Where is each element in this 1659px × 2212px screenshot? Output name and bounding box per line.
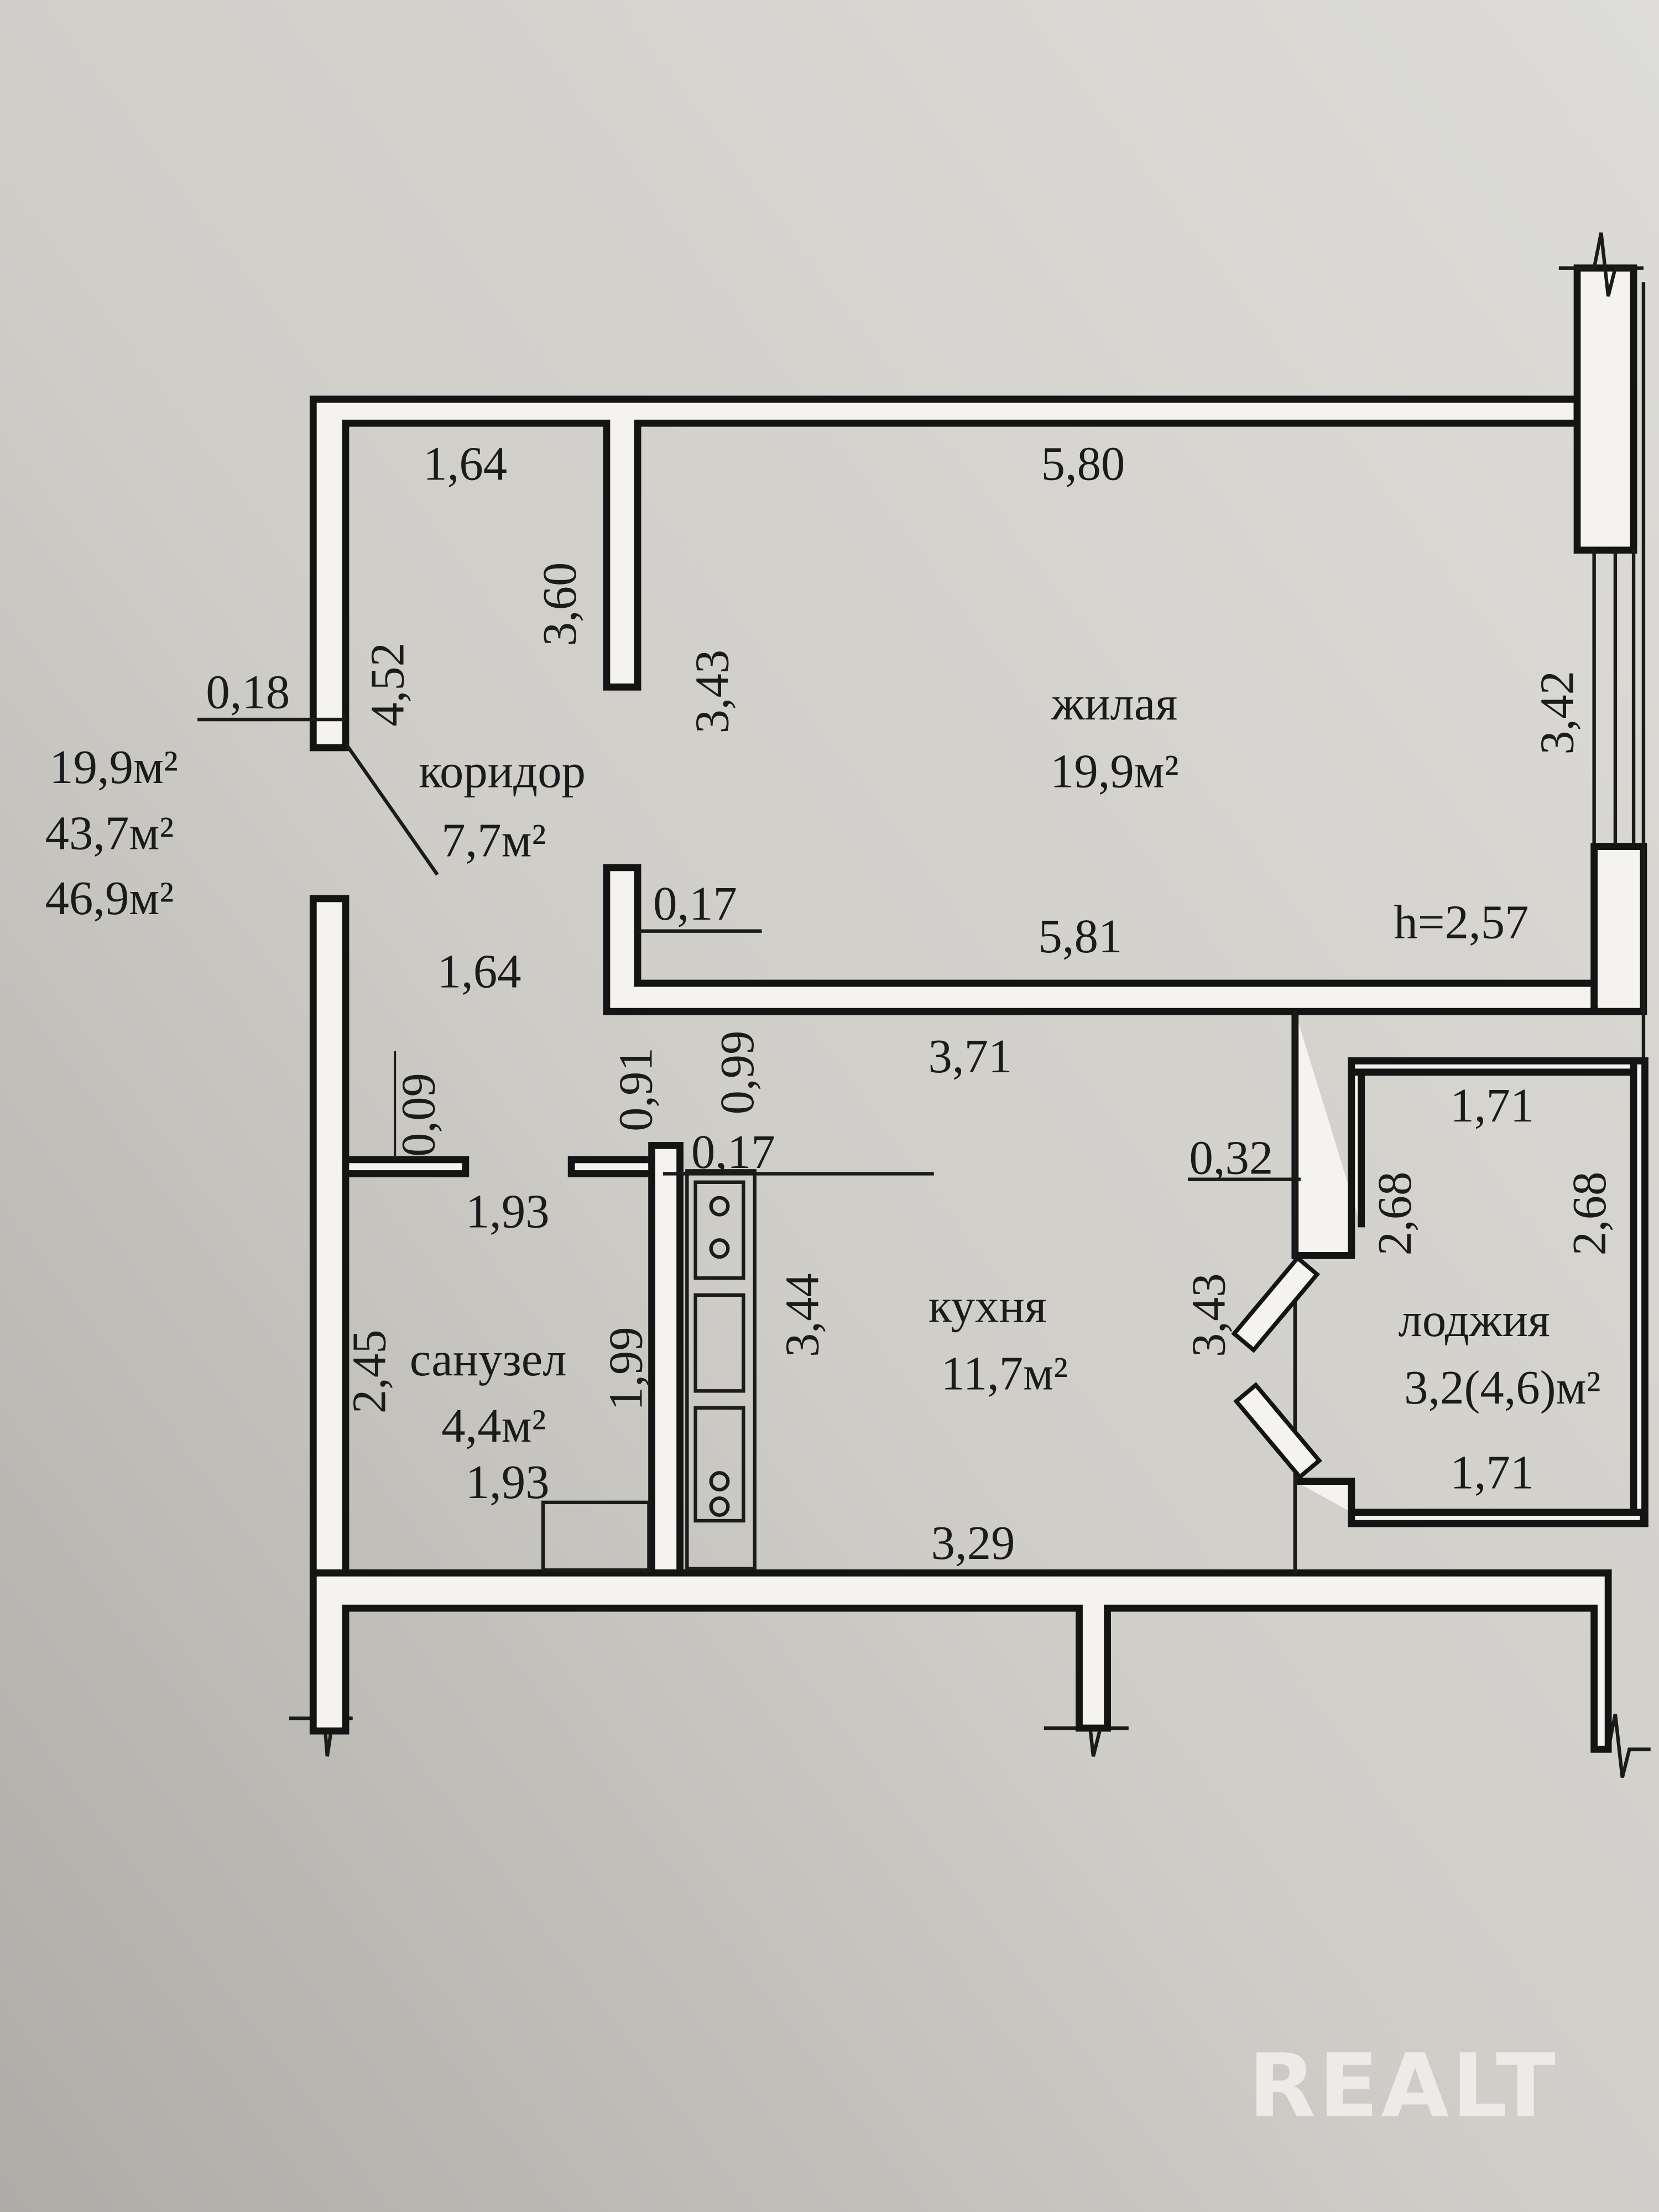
dimension-leaders bbox=[197, 717, 1301, 1181]
room-area-bathroom: 4,4м² bbox=[441, 1399, 546, 1452]
room-name-bathroom: санузел bbox=[410, 1333, 567, 1386]
realt-watermark-logo: REALT bbox=[1249, 2036, 1558, 2137]
dim-loggia-left: 2,68 bbox=[1368, 1172, 1421, 1256]
dimensions: 1,64 5,80 3,60 4,52 0,18 3,43 3,42 0,17 … bbox=[206, 437, 1616, 1569]
dim-kitchen-left: 3,44 bbox=[776, 1273, 829, 1357]
dim-kitchen-right: 3,43 bbox=[1182, 1273, 1235, 1357]
dim-wall-thickness-mid: 0,17 bbox=[653, 877, 737, 930]
room-name-corridor: коридор bbox=[419, 744, 586, 797]
dim-corridor-left: 4,52 bbox=[361, 643, 414, 727]
dim-kitchen-door: 0,99 bbox=[711, 1031, 764, 1115]
ceiling-height: h=2,57 bbox=[1394, 895, 1528, 948]
dim-bath-door: 0,91 bbox=[609, 1047, 662, 1131]
room-area-corridor: 7,7м² bbox=[441, 813, 546, 867]
dim-kitchen-wall: 0,17 bbox=[691, 1125, 775, 1178]
dim-bath-wall: 0,09 bbox=[392, 1073, 445, 1157]
room-area-kitchen: 11,7м² bbox=[941, 1347, 1068, 1400]
total-living-area: 19,9м² bbox=[49, 740, 178, 794]
dim-loggia-bottom: 1,71 bbox=[1450, 1446, 1534, 1499]
dim-kitchen-bottom: 3,29 bbox=[931, 1516, 1015, 1569]
dim-bath-bottom: 1,93 bbox=[466, 1455, 550, 1509]
room-area-loggia: 3,2(4,6)м² bbox=[1404, 1361, 1600, 1414]
total-area-with-loggia: 46,9м² bbox=[45, 872, 174, 925]
dim-corridor-partition: 3,60 bbox=[533, 562, 586, 646]
dim-loggia-top: 1,71 bbox=[1450, 1079, 1534, 1132]
room-name-kitchen: кухня bbox=[928, 1279, 1047, 1332]
dim-living-right: 3,42 bbox=[1530, 671, 1583, 755]
walls bbox=[289, 232, 1651, 1778]
dim-wall-thickness-left: 0,18 bbox=[206, 666, 290, 719]
dim-bath-left: 2,45 bbox=[342, 1329, 395, 1413]
dim-corridor-top: 1,64 bbox=[423, 437, 507, 490]
room-area-living: 19,9м² bbox=[1050, 744, 1179, 797]
dim-living-bottom: 5,81 bbox=[1039, 910, 1123, 963]
dim-bath-right: 1,99 bbox=[599, 1327, 653, 1411]
dim-corridor-bottom: 1,64 bbox=[437, 945, 521, 998]
dim-living-top: 5,80 bbox=[1041, 437, 1125, 490]
total-area-without-loggia: 43,7м² bbox=[45, 807, 174, 860]
dim-loggia-wall: 0,32 bbox=[1190, 1131, 1274, 1184]
room-name-loggia: лоджия bbox=[1399, 1293, 1550, 1347]
dim-loggia-right: 2,68 bbox=[1563, 1172, 1616, 1256]
dim-kitchen-top: 3,71 bbox=[928, 1030, 1013, 1083]
dim-bath-top: 1,93 bbox=[466, 1185, 550, 1238]
dim-living-left: 3,43 bbox=[685, 650, 738, 734]
room-name-living: жилая bbox=[1051, 677, 1177, 730]
kitchen-appliances bbox=[685, 1169, 757, 1571]
